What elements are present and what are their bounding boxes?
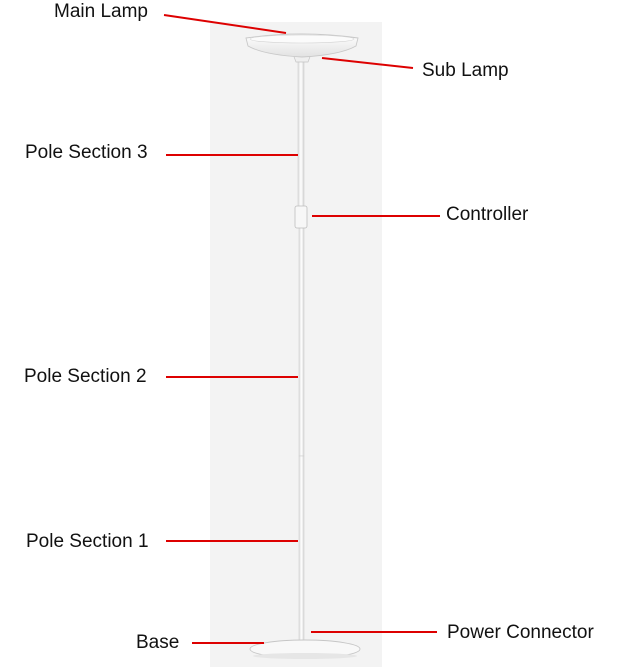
label-base: Base: [136, 632, 180, 653]
pole-section-2: [298, 225, 305, 457]
label-main-lamp: Main Lamp: [54, 1, 148, 22]
leader-line-main-lamp: [163, 14, 287, 34]
leader-line-sub-lamp: [321, 57, 414, 69]
pole-section-3: [297, 59, 305, 213]
controller-body: [294, 205, 308, 229]
label-pole-section-1: Pole Section 1: [26, 531, 149, 552]
label-pole-section-2: Pole Section 2: [24, 366, 147, 387]
lamp-base-shadow: [253, 653, 357, 659]
label-controller: Controller: [446, 204, 529, 225]
label-pole-section-3: Pole Section 3: [25, 142, 148, 163]
main-lamp-rim: [249, 34, 355, 44]
label-power-connector: Power Connector: [447, 622, 594, 643]
label-sub-lamp: Sub Lamp: [422, 60, 509, 81]
photo-background: [210, 22, 382, 667]
pole-section-1: [298, 455, 305, 643]
